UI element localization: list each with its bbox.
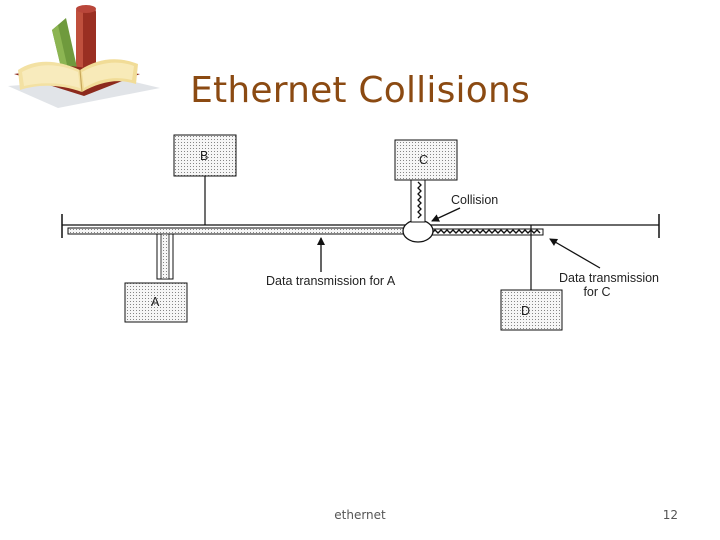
- arrow-collision: [431, 207, 461, 222]
- tap-c: [410, 179, 426, 223]
- data-a-label: Data transmission for A: [266, 274, 396, 288]
- page-number: 12: [662, 508, 678, 522]
- collision-label: Collision: [451, 193, 498, 207]
- signal-a-drop: [160, 233, 170, 280]
- open-book-icon: [8, 5, 160, 108]
- signal-a-bus: [67, 227, 405, 235]
- page-title: Ethernet Collisions: [190, 70, 530, 111]
- station-b-label: B: [200, 149, 208, 163]
- station-a: [124, 282, 188, 323]
- arrow-data-c: [549, 238, 601, 269]
- data-c-label-line2: for C: [583, 285, 610, 299]
- signal-c-drop: [417, 181, 422, 219]
- collision-point: [402, 219, 434, 243]
- station-d: [500, 289, 563, 331]
- data-c-label-line1: Data transmission: [559, 271, 659, 285]
- station-b: [173, 134, 237, 177]
- footer-text: ethernet: [334, 508, 386, 522]
- station-d-label: D: [521, 304, 530, 318]
- station-c: [394, 139, 458, 181]
- station-a-label: A: [151, 295, 160, 309]
- signal-c-zigzag: [431, 229, 541, 234]
- station-c-label: C: [419, 153, 428, 167]
